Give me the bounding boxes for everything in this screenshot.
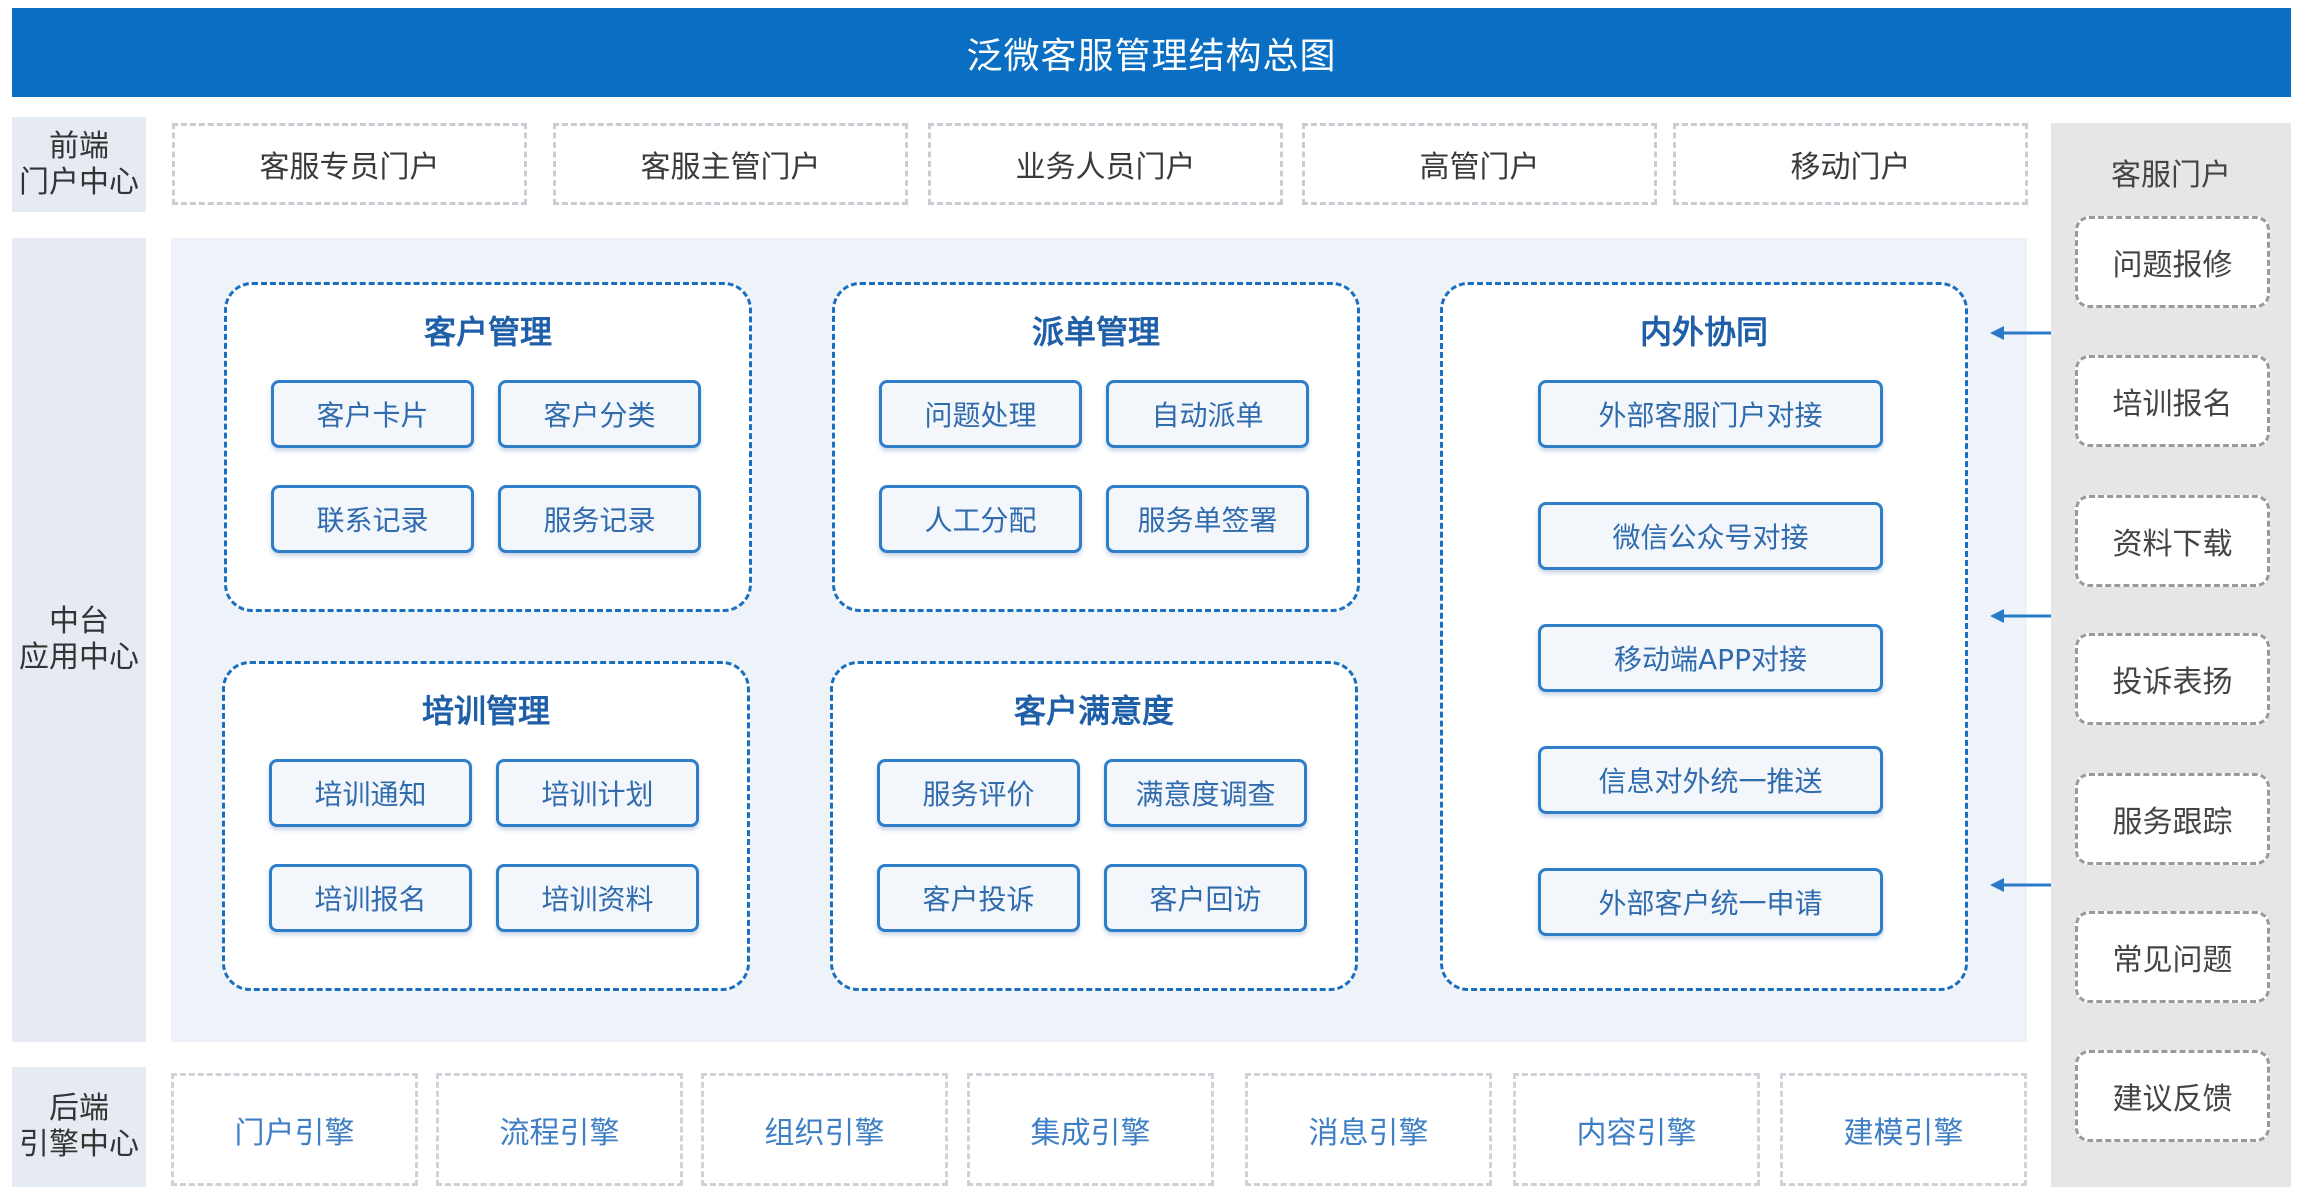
front-portal-box: 客服专员门户	[172, 123, 527, 205]
module-chip: 移动端APP对接	[1538, 624, 1883, 692]
row-label-front: 前端 门户中心	[12, 117, 146, 212]
group-internal-external-collaboration: 内外协同 外部客服门户对接 微信公众号对接 移动端APP对接 信息对外统一推送 …	[1440, 282, 1968, 991]
row-label-front-line2: 门户中心	[19, 164, 139, 200]
engine-box: 集成引擎	[967, 1073, 1214, 1186]
group-customer-management: 客户管理 客户卡片 客户分类 联系记录 服务记录	[224, 282, 752, 612]
module-chip: 客户分类	[498, 380, 701, 448]
engine-box: 流程引擎	[436, 1073, 683, 1186]
module-chip: 培训通知	[269, 759, 472, 827]
row-label-middle-line2: 应用中心	[19, 640, 139, 675]
module-chip: 服务记录	[498, 485, 701, 553]
front-portal-box: 移动门户	[1673, 123, 2028, 205]
row-label-middle: 中台 应用中心	[12, 238, 146, 1042]
module-chip: 信息对外统一推送	[1538, 746, 1883, 814]
engine-box: 门户引擎	[171, 1073, 418, 1186]
module-chip: 人工分配	[879, 485, 1082, 553]
module-chip: 客户回访	[1104, 864, 1307, 932]
service-portal-item: 资料下载	[2075, 495, 2270, 587]
diagram-title: 泛微客服管理结构总图	[12, 8, 2291, 97]
engine-box: 建模引擎	[1780, 1073, 2027, 1186]
row-label-back-line2: 引擎中心	[19, 1127, 139, 1162]
front-portal-box: 客服主管门户	[553, 123, 908, 205]
service-portal-item: 服务跟踪	[2075, 773, 2270, 865]
service-portal-item: 问题报修	[2075, 216, 2270, 308]
module-chip: 问题处理	[879, 380, 1082, 448]
module-chip: 服务评价	[877, 759, 1080, 827]
front-portal-box: 业务人员门户	[928, 123, 1283, 205]
module-chip: 培训资料	[496, 864, 699, 932]
module-chip: 客户投诉	[877, 864, 1080, 932]
group-training-management: 培训管理 培训通知 培训计划 培训报名 培训资料	[222, 661, 750, 991]
group-title: 内外协同	[1639, 313, 1768, 351]
row-label-middle-line1: 中台	[49, 604, 109, 639]
row-label-back-line1: 后端	[49, 1091, 109, 1126]
front-portal-box: 高管门户	[1302, 123, 1657, 205]
service-portal-item: 投诉表扬	[2075, 633, 2270, 725]
module-chip: 培训计划	[496, 759, 699, 827]
module-chip: 外部客户统一申请	[1538, 868, 1883, 936]
group-customer-satisfaction: 客户满意度 服务评价 满意度调查 客户投诉 客户回访	[830, 661, 1358, 991]
module-chip: 外部客服门户对接	[1538, 380, 1883, 448]
group-title: 客户管理	[423, 313, 552, 351]
group-title: 派单管理	[1031, 313, 1160, 351]
engine-box: 消息引擎	[1245, 1073, 1492, 1186]
module-chip: 联系记录	[271, 485, 474, 553]
module-chip: 微信公众号对接	[1538, 502, 1883, 570]
engine-box: 内容引擎	[1513, 1073, 1760, 1186]
row-label-front-line1: 前端	[49, 128, 109, 164]
group-dispatch-management: 派单管理 问题处理 自动派单 人工分配 服务单签署	[832, 282, 1360, 612]
module-chip: 自动派单	[1106, 380, 1309, 448]
module-chip: 培训报名	[269, 864, 472, 932]
group-title: 客户满意度	[1013, 692, 1174, 730]
service-portal-item: 常见问题	[2075, 911, 2270, 1003]
module-chip: 满意度调查	[1104, 759, 1307, 827]
service-portal-title: 客服门户	[2111, 158, 2231, 193]
service-portal-item: 建议反馈	[2075, 1050, 2270, 1142]
engine-box: 组织引擎	[701, 1073, 948, 1186]
row-label-back: 后端 引擎中心	[12, 1067, 146, 1187]
module-chip: 服务单签署	[1106, 485, 1309, 553]
group-title: 培训管理	[421, 692, 550, 730]
module-chip: 客户卡片	[271, 380, 474, 448]
service-portal-item: 培训报名	[2075, 355, 2270, 447]
